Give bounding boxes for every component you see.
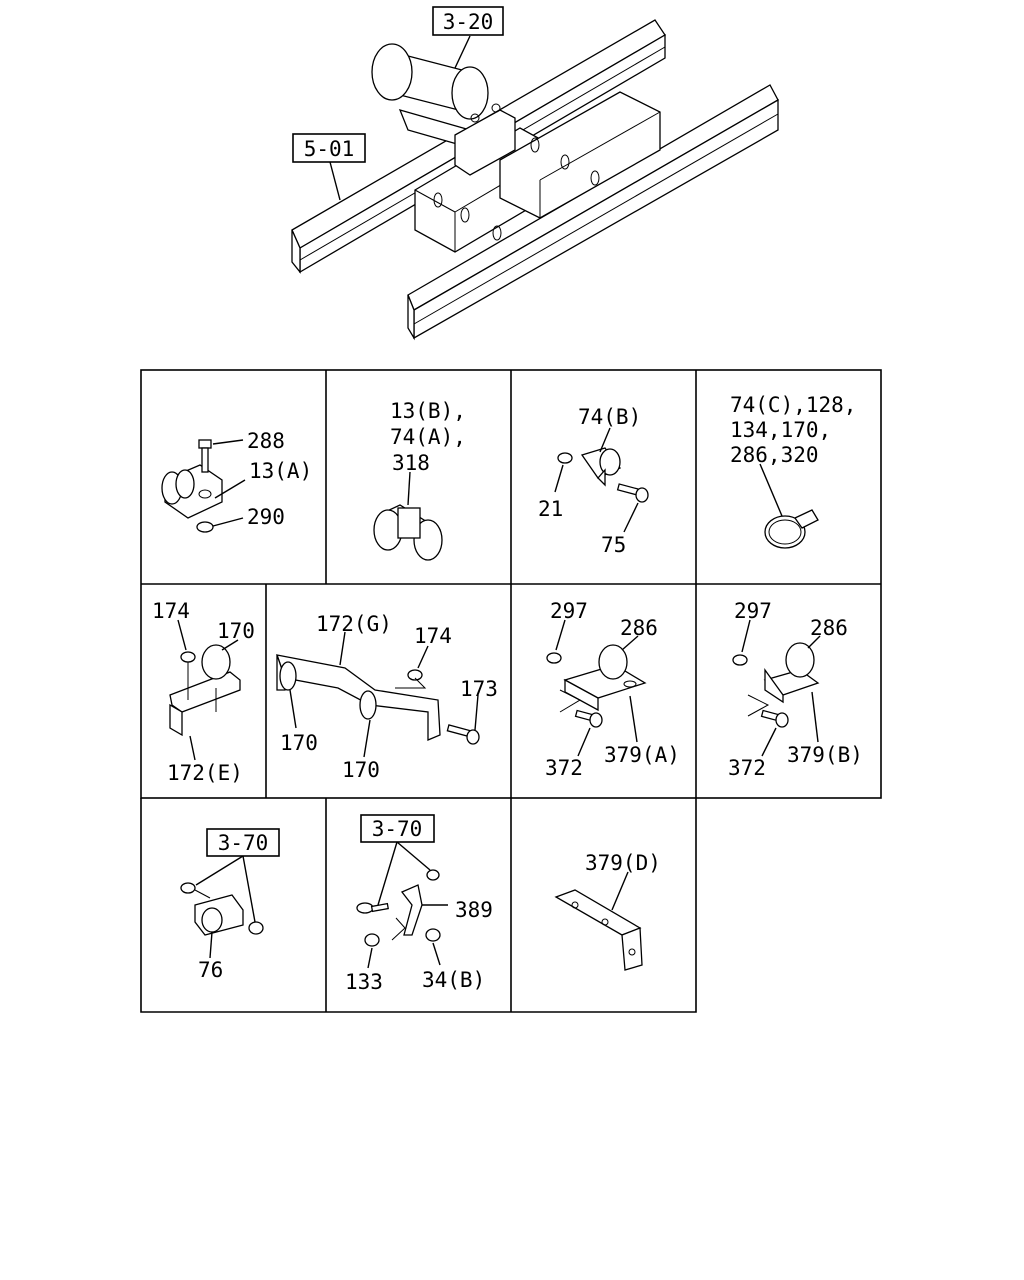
cell-10-label-3: 34(B)	[422, 968, 485, 992]
cell-2-clip-318: 13(B), 74(A), 318	[373, 399, 466, 561]
ref-box-top-1	[432, 6, 504, 36]
cell-8-bracket-379b: 297 286 372 379(B)	[728, 599, 863, 780]
cell-10-ref-label: 3-70	[372, 817, 423, 841]
cell-9-ref-box	[206, 828, 280, 857]
cell-1-label-1: 288	[247, 429, 285, 453]
cell-4-label-3: 286,320	[730, 443, 819, 467]
cell-4-label-2: 134,170,	[730, 418, 831, 442]
cell-2-label-2: 74(A),	[390, 425, 466, 449]
chassis-frame-illustration	[291, 19, 779, 341]
cell-6-label-3: 173	[460, 677, 498, 701]
cell-7-label-2: 286	[620, 616, 658, 640]
cell-2-label-1: 13(B),	[390, 399, 466, 423]
cell-3-label-2: 21	[538, 497, 563, 521]
cell-4-label-1: 74(C),128,	[730, 393, 856, 417]
cell-8-label-2: 286	[810, 616, 848, 640]
cell-10-label-1: 389	[455, 898, 493, 922]
cell-10-ref-box	[360, 814, 435, 843]
cell-8-label-3: 372	[728, 756, 766, 780]
cell-3-clip-74b: 74(B) 21 75	[538, 405, 649, 557]
ref-label-top-1: 3-20	[443, 10, 494, 34]
cell-11-bracket-379d: 379(D)	[554, 851, 661, 971]
cell-2-label-3: 318	[392, 451, 430, 475]
cell-7-label-4: 379(A)	[604, 743, 680, 767]
cell-7-label-1: 297	[550, 599, 588, 623]
cell-10-bracket-389: 3-70 389 133 34(B)	[345, 814, 493, 994]
cell-10-label-2: 133	[345, 970, 383, 994]
cell-6-bracket-172g: 172(G) 174 173 170 170	[276, 612, 498, 782]
cell-3-label-1: 74(B)	[578, 405, 641, 429]
cell-8-label-4: 379(B)	[787, 743, 863, 767]
cell-1-clip-13a: 288 13(A) 290	[161, 429, 312, 533]
ref-box-top-2	[292, 133, 366, 163]
cell-7-label-3: 372	[545, 756, 583, 780]
cell-7-bracket-379a: 297 286 372 379(A)	[545, 599, 680, 780]
cell-9-label-1: 76	[198, 958, 223, 982]
cell-5-label-2: 170	[217, 619, 255, 643]
cell-9-clip-76: 3-70 76	[180, 828, 280, 982]
cell-4-band-clamp: 74(C),128, 134,170, 286,320	[730, 393, 856, 549]
cell-5-bracket-172e: 174 170 172(E)	[152, 599, 255, 785]
cell-6-label-2: 174	[414, 624, 452, 648]
ref-label-top-2: 5-01	[304, 137, 355, 161]
cell-8-label-1: 297	[734, 599, 772, 623]
cell-6-label-1: 172(G)	[316, 612, 392, 636]
cell-3-label-3: 75	[601, 533, 626, 557]
cell-5-label-1: 174	[152, 599, 190, 623]
cell-1-label-3: 290	[247, 505, 285, 529]
cell-11-label-1: 379(D)	[585, 851, 661, 875]
parts-grid	[140, 369, 882, 1013]
cell-6-label-4: 170	[280, 731, 318, 755]
cell-5-label-3: 172(E)	[167, 761, 243, 785]
cell-6-label-5: 170	[342, 758, 380, 782]
cell-1-label-2: 13(A)	[249, 459, 312, 483]
cell-9-ref-label: 3-70	[218, 831, 269, 855]
